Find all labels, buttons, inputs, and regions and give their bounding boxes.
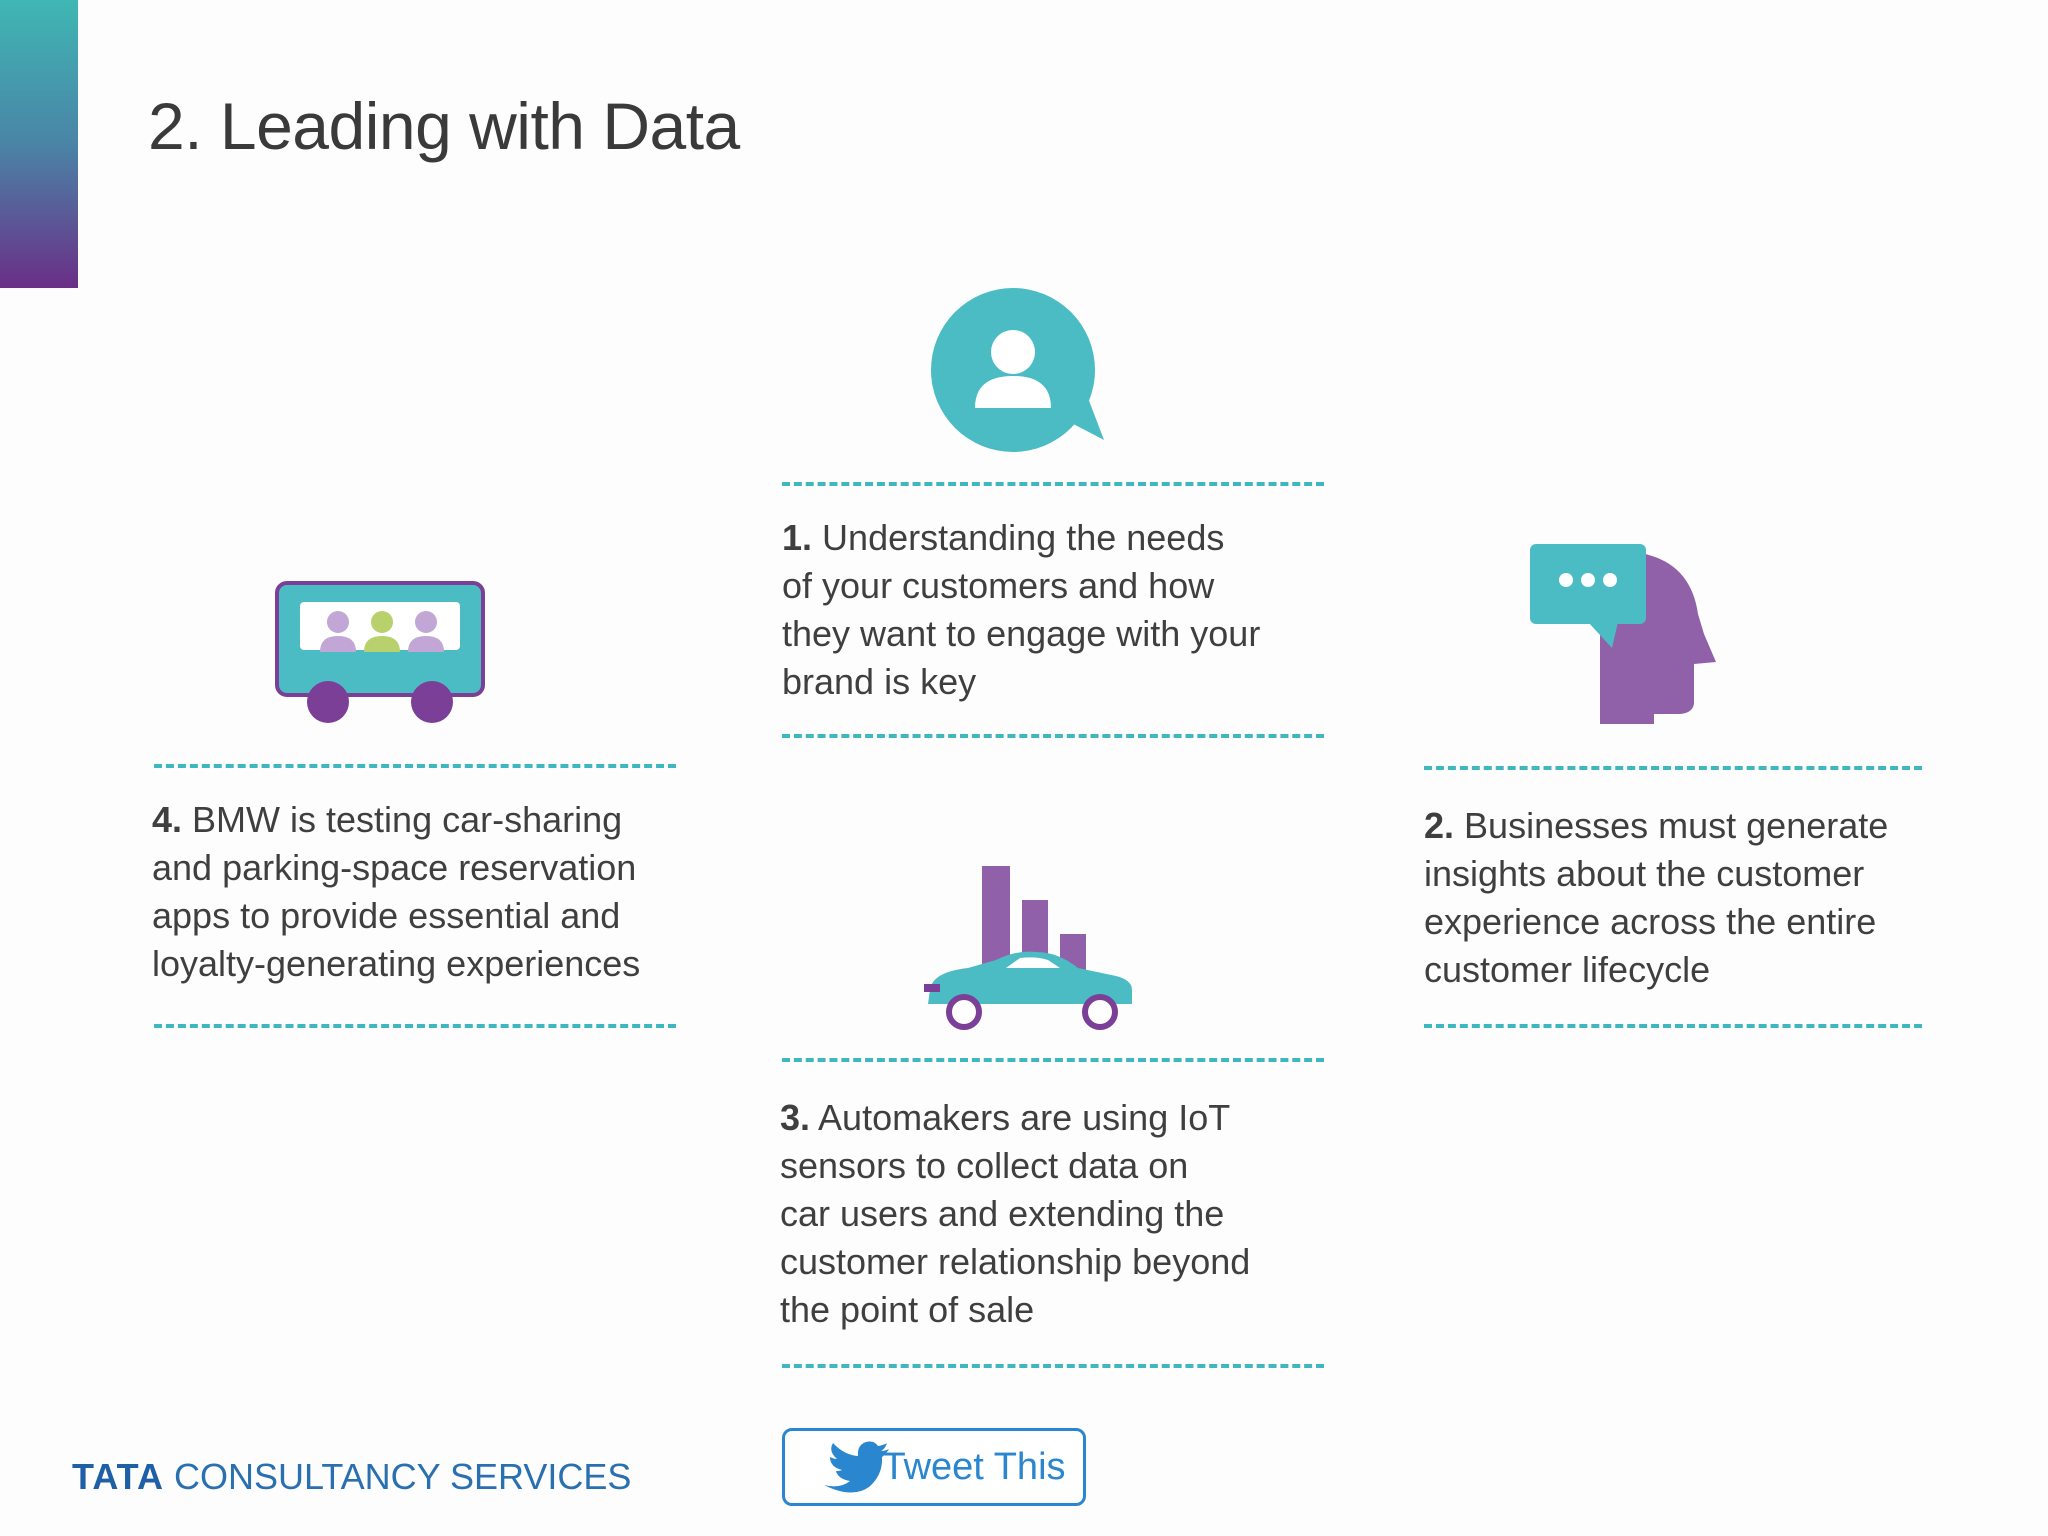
company-logo: TATA CONSULTANCY SERVICES bbox=[72, 1456, 632, 1497]
head-speech-bubble-icon bbox=[1530, 544, 1716, 724]
item-2-text: 2. Businesses must generate insights abo… bbox=[1424, 805, 1889, 990]
twitter-bird-icon bbox=[824, 1441, 890, 1493]
accent-bar bbox=[0, 0, 78, 288]
item-1-text: 1. Understanding the needs of your custo… bbox=[782, 517, 1261, 702]
divider bbox=[782, 482, 1324, 486]
tweet-this-button[interactable]: Tweet This bbox=[782, 1428, 1086, 1506]
tweet-label: Tweet This bbox=[882, 1445, 1066, 1488]
divider bbox=[154, 1024, 676, 1028]
divider bbox=[1424, 766, 1922, 770]
car-bar-chart-icon bbox=[924, 866, 1132, 1030]
divider bbox=[782, 1364, 1324, 1368]
slide-title: 2. Leading with Data bbox=[148, 89, 740, 163]
shared-vehicle-icon bbox=[275, 581, 485, 723]
divider bbox=[154, 764, 676, 768]
divider bbox=[782, 1058, 1324, 1062]
item-3-text: 3. Automakers are using IoT sensors to c… bbox=[780, 1097, 1251, 1330]
item-4-text: 4. BMW is testing car-sharing and parkin… bbox=[152, 799, 641, 984]
divider bbox=[1424, 1024, 1922, 1028]
customer-chat-icon bbox=[931, 288, 1104, 452]
divider bbox=[782, 734, 1324, 738]
